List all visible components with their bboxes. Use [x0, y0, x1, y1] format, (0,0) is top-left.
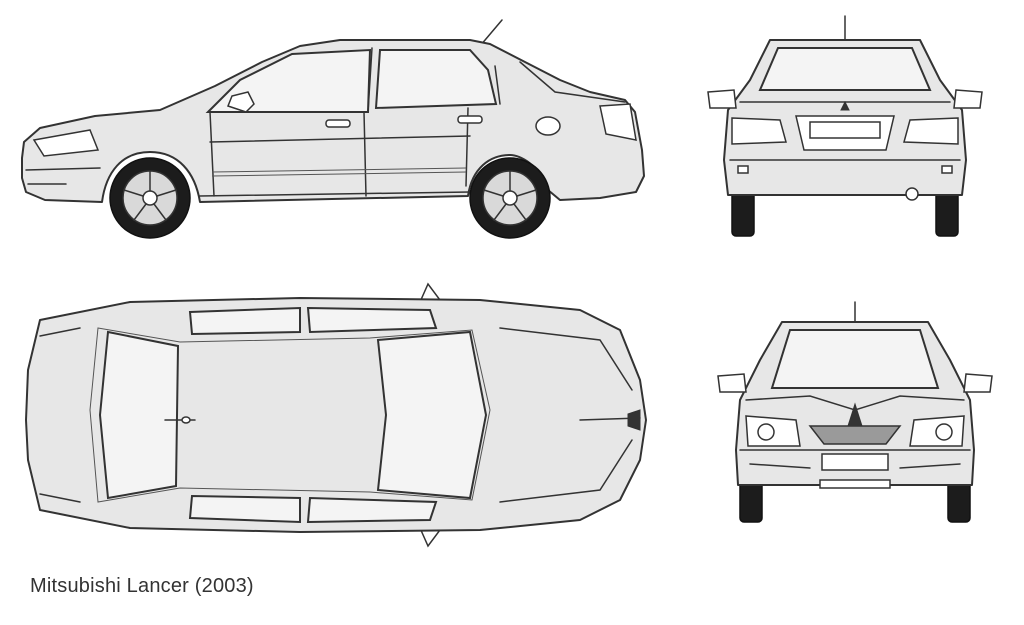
front-view — [717, 301, 993, 523]
side-view — [21, 19, 645, 239]
rear-view — [707, 15, 983, 237]
top-view — [25, 282, 647, 548]
caption: Mitsubishi Lancer (2003) — [30, 575, 254, 597]
